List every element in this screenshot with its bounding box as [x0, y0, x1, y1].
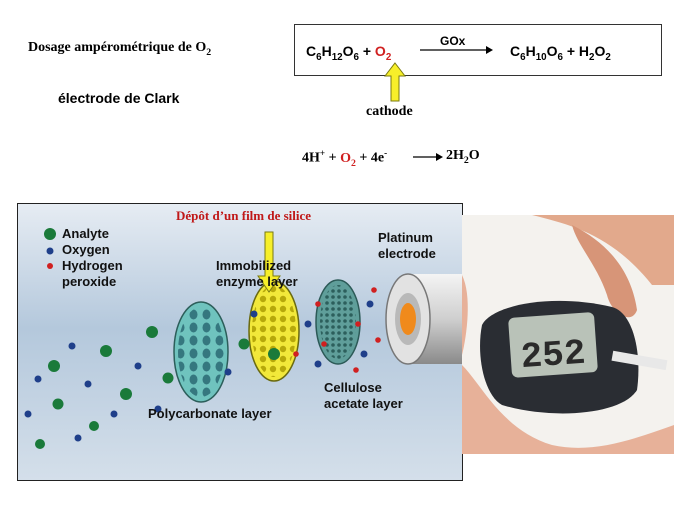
analyte-particles: [35, 326, 280, 449]
electrode-diagram: Analyte Oxygen Hydrogen peroxide Immobil…: [17, 203, 463, 481]
down-arrow-icon: [257, 231, 281, 293]
meter-reading: 252: [519, 333, 587, 378]
title-text: Dosage ampérométrique de O: [28, 40, 207, 55]
clark-electrode-label: électrode de Clark: [58, 90, 180, 106]
legend-markers: [44, 228, 56, 269]
cathode-arrow: [413, 153, 443, 161]
enzyme-label: GOx: [440, 34, 466, 48]
silica-film-annotation: Dépôt d’un film de silice: [176, 208, 312, 223]
title-subscript: 2: [206, 46, 212, 58]
enzyme-layer-label-2: enzyme layer: [216, 274, 298, 289]
cellulose-label-1: Cellulose: [324, 380, 382, 395]
meter-illustration: 252: [462, 215, 674, 454]
gluconolactone-formula: C6H10O6: [510, 43, 563, 63]
oxygen-particles: [24, 300, 374, 442]
products: C6H10O6 + H2O2: [510, 43, 611, 63]
cellulose-label-2: acetate layer: [324, 396, 403, 411]
glucose-formula: C6H12O6: [306, 43, 359, 63]
polycarbonate-label: Polycarbonate layer: [148, 406, 272, 421]
reactants: C6H12O6 + O2: [306, 43, 392, 63]
peroxide-particles: [293, 287, 381, 373]
cathode-equation: 4H+ + O2 + 4e-: [302, 148, 388, 169]
platinum-label-2: electrode: [378, 246, 436, 261]
enzyme-layer-label-1: Immobilized: [216, 258, 292, 273]
up-arrow-icon: [384, 62, 406, 102]
peroxide-formula: H2O2: [578, 43, 611, 63]
legend-peroxide: peroxide: [62, 274, 117, 289]
page-title: Dosage ampérométrique de O2: [28, 40, 211, 58]
platinum-electrode: [385, 273, 462, 365]
legend-analyte: Analyte: [62, 226, 109, 241]
legend-oxygen: Oxygen: [62, 242, 110, 257]
platinum-label-1: Platinum: [378, 230, 433, 245]
reaction-arrow: [420, 46, 493, 54]
cathode-label: cathode: [366, 104, 413, 119]
oxygen-formula: O2: [374, 43, 392, 63]
legend-hydrogen: Hydrogen: [62, 258, 123, 273]
glucose-meter-photo: 252: [462, 215, 674, 454]
water-formula: 2H2O: [446, 148, 480, 166]
diagram-drawing: [24, 228, 462, 449]
